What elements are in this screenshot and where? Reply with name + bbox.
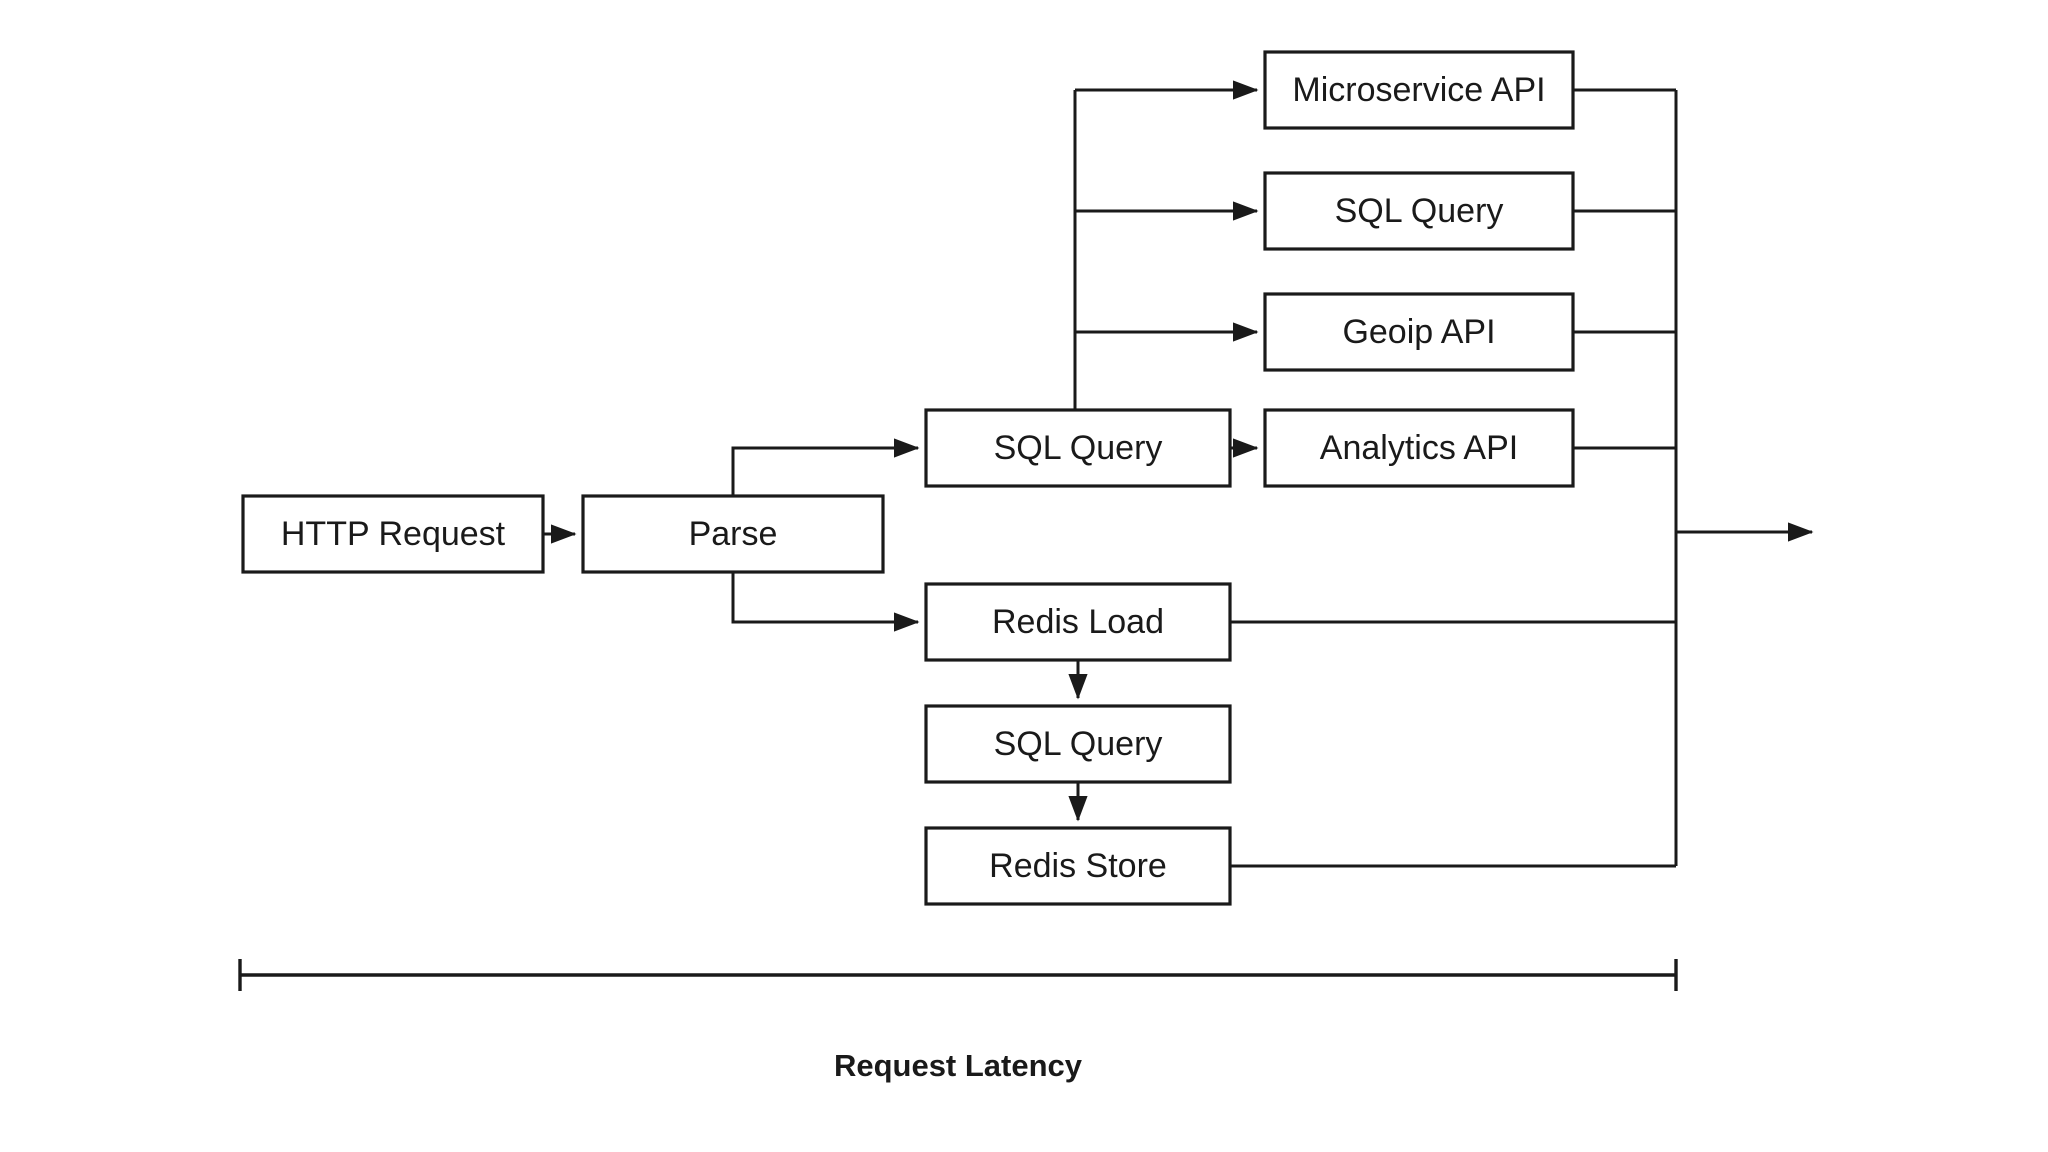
node-sql-query-mid[interactable]: SQL Query [924, 408, 1232, 488]
node-label-parse: Parse [689, 515, 778, 553]
edge-parse-to-sql-mid [731, 438, 920, 496]
node-label-http-request: HTTP Request [281, 515, 506, 553]
node-redis-load[interactable]: Redis Load [924, 582, 1232, 662]
node-label-microservice-api: Microservice API [1292, 71, 1545, 109]
node-label-sql-query-bottom: SQL Query [994, 725, 1163, 763]
node-redis-store[interactable]: Redis Store [924, 826, 1232, 906]
node-analytics-api[interactable]: Analytics API [1263, 408, 1575, 488]
node-label-redis-load: Redis Load [992, 603, 1164, 641]
node-sql-query-bottom[interactable]: SQL Query [924, 704, 1232, 784]
request-latency-measure: Request Latency [238, 959, 1678, 1083]
node-sql-query-top[interactable]: SQL Query [1263, 171, 1575, 251]
edge-parse-to-redis-load [731, 572, 920, 632]
latency-caption: Request Latency [834, 1048, 1083, 1083]
node-label-sql-query-top: SQL Query [1335, 192, 1504, 230]
node-geoip-api[interactable]: Geoip API [1263, 292, 1575, 372]
node-label-geoip-api: Geoip API [1342, 313, 1495, 351]
node-label-redis-store: Redis Store [989, 847, 1167, 885]
node-http-request[interactable]: HTTP Request [241, 494, 545, 574]
node-label-analytics-api: Analytics API [1320, 429, 1518, 467]
node-parse[interactable]: Parse [581, 494, 885, 574]
node-label-sql-query-mid: SQL Query [994, 429, 1163, 467]
node-microservice-api[interactable]: Microservice API [1263, 50, 1575, 130]
